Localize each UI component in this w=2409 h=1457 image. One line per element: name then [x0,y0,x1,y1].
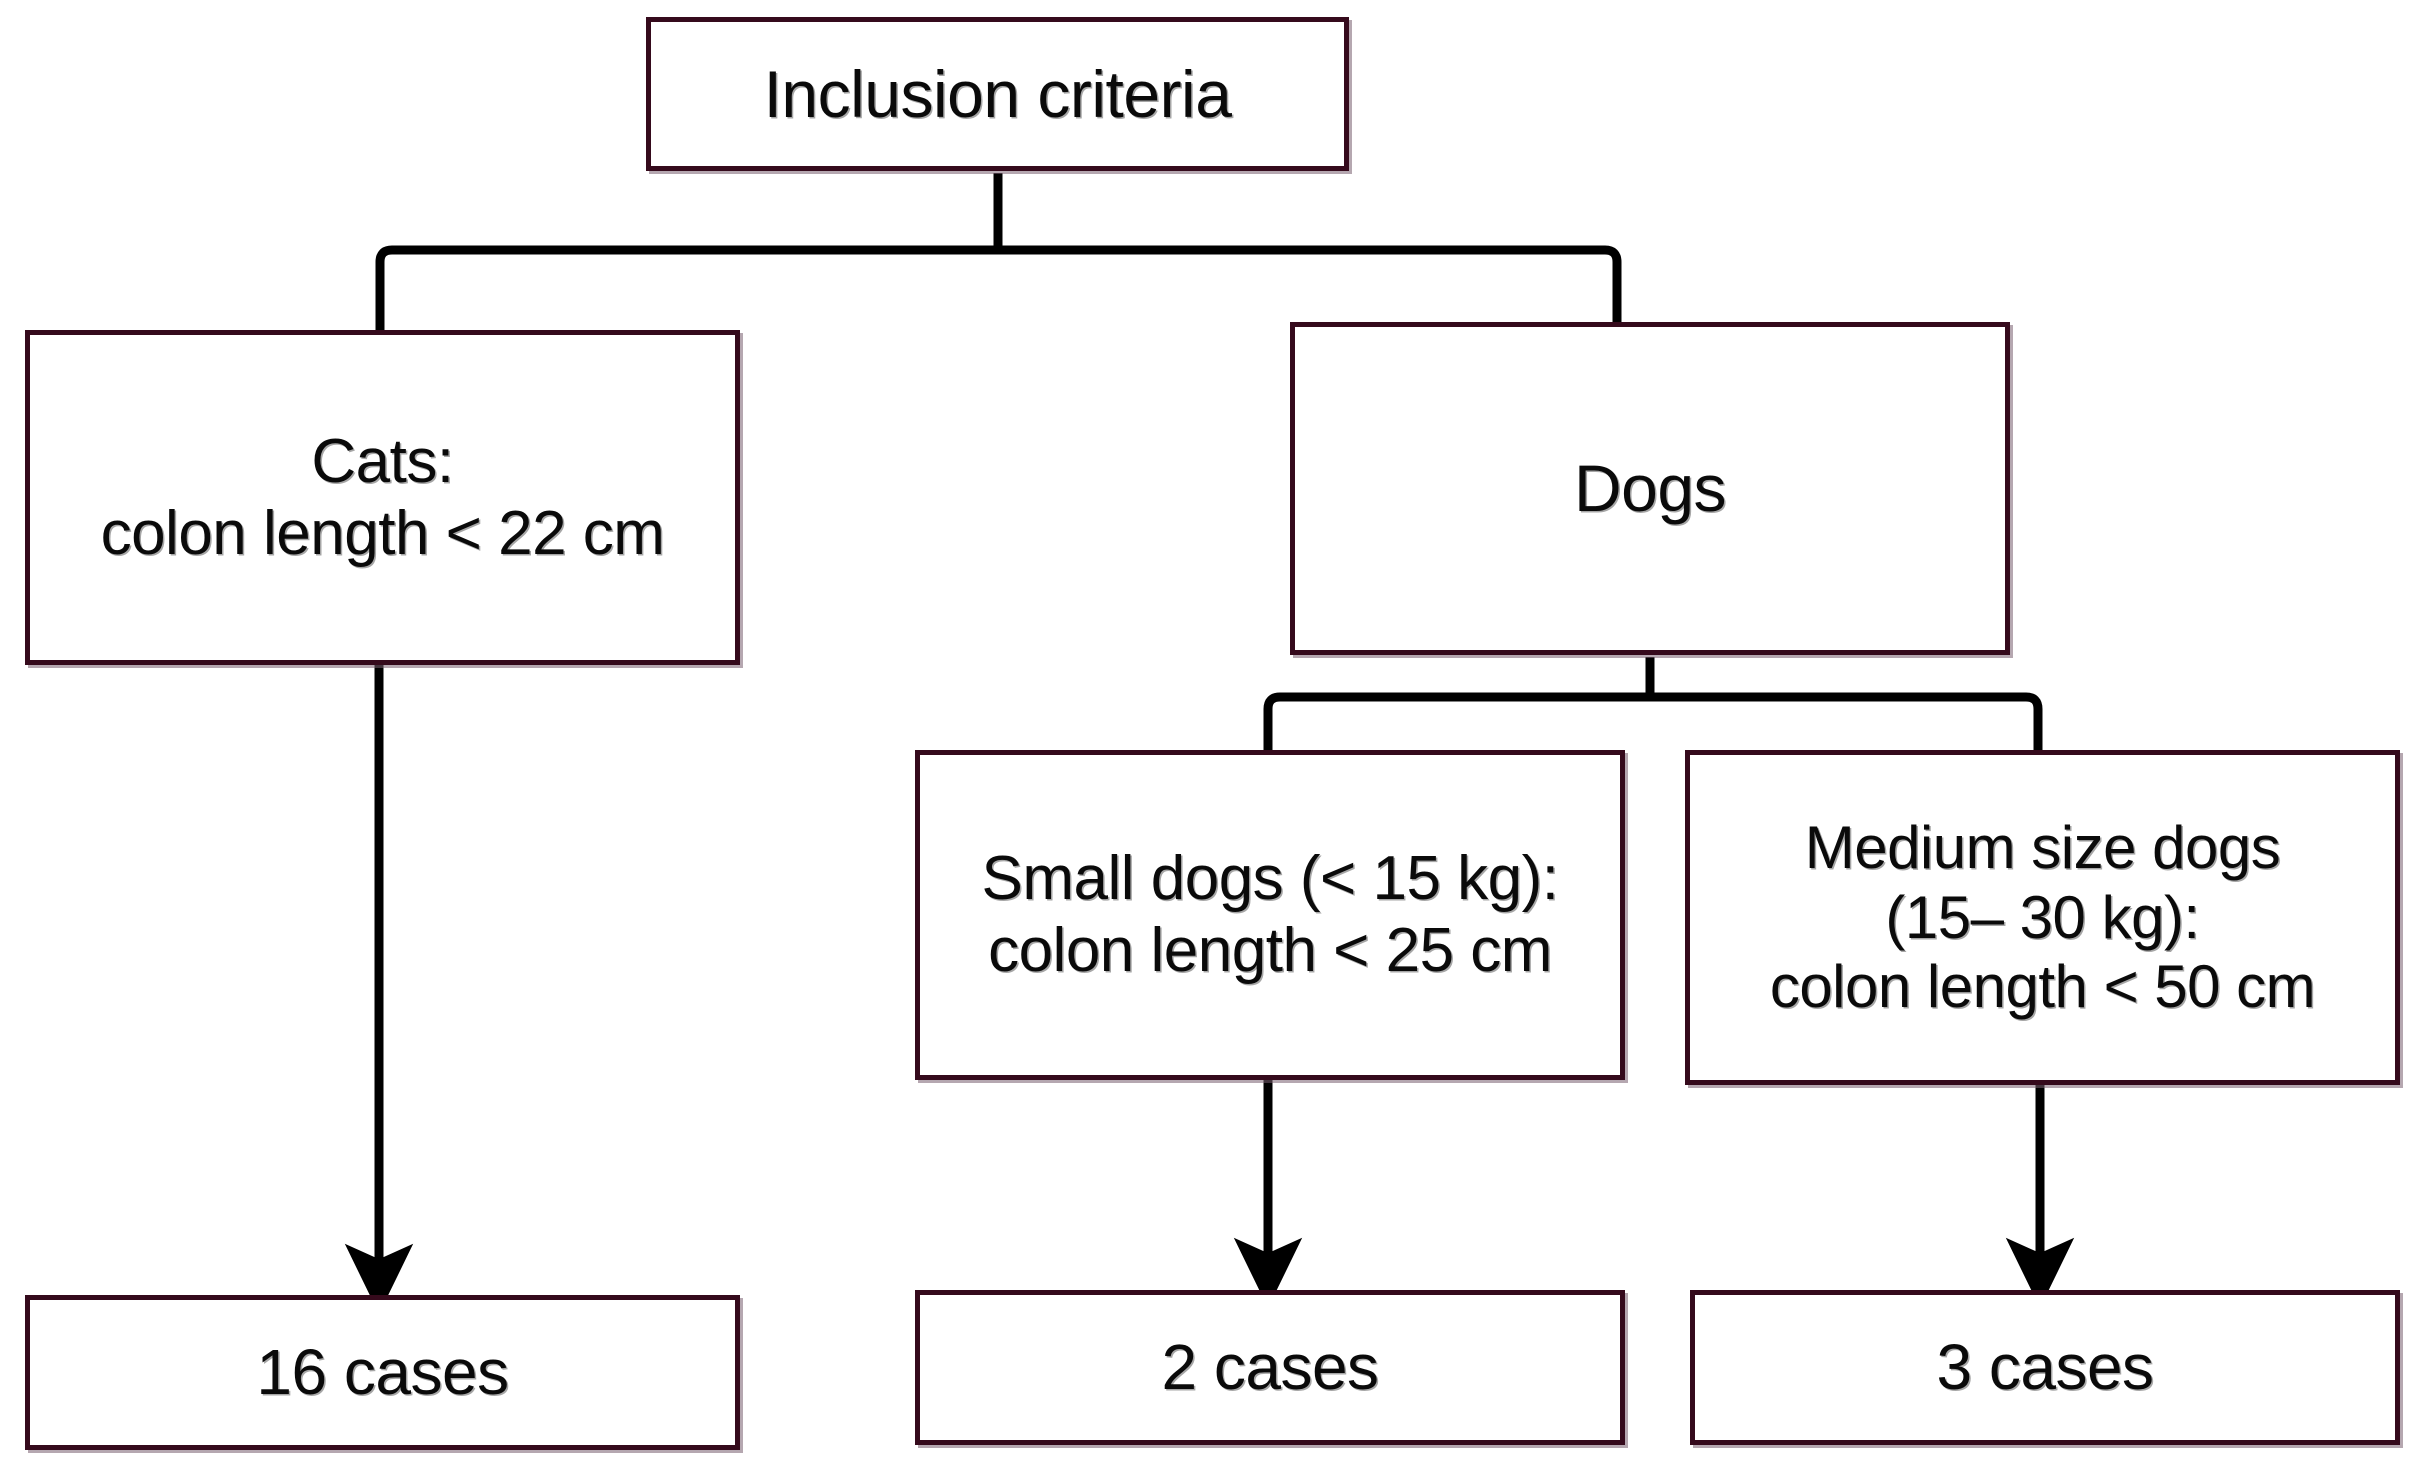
node-dogs-label: Dogs [1573,451,1727,526]
edge-root-to-children [375,173,1622,332]
node-small-dogs[interactable]: Small dogs (< 15 kg): colon length < 25 … [915,750,1625,1080]
node-inclusion-criteria-label: Inclusion criteria [763,56,1232,131]
node-cats-label: Cats: colon length < 22 cm [100,426,665,568]
node-cats[interactable]: Cats: colon length < 22 cm [25,330,740,665]
node-cats-cases-label: 16 cases [256,1336,509,1409]
node-medium-dogs-cases-label: 3 cases [1936,1331,2154,1404]
node-medium-size-dogs-label: Medium size dogs (15– 30 kg): colon leng… [1769,814,2316,1021]
node-medium-size-dogs[interactable]: Medium size dogs (15– 30 kg): colon leng… [1685,750,2400,1085]
node-dogs[interactable]: Dogs [1290,322,2010,655]
node-small-dogs-cases-label: 2 cases [1161,1331,1379,1404]
node-small-dogs-cases[interactable]: 2 cases [915,1290,1625,1445]
edge-dogs-to-children [1263,657,2043,752]
node-inclusion-criteria[interactable]: Inclusion criteria [646,17,1349,171]
node-cats-cases[interactable]: 16 cases [25,1295,740,1450]
node-medium-dogs-cases[interactable]: 3 cases [1690,1290,2400,1445]
node-small-dogs-label: Small dogs (< 15 kg): colon length < 25 … [981,844,1559,985]
